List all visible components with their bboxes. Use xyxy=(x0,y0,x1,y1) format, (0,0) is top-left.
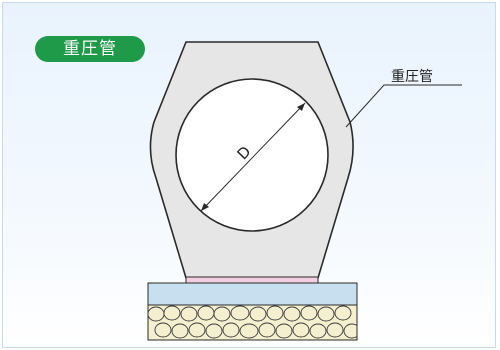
gravel-stones xyxy=(148,305,357,339)
gravel-base xyxy=(147,304,358,341)
title-badge: 重圧管 xyxy=(35,36,145,62)
foundation-slab xyxy=(147,282,358,306)
diameter-arrow-start xyxy=(201,203,209,211)
bedding-strip xyxy=(185,276,319,284)
pipe-bore xyxy=(175,78,329,232)
diameter-line xyxy=(200,102,306,212)
callout-leader xyxy=(345,84,462,128)
diameter-arrow-end xyxy=(297,103,305,111)
callout-label: 重圧管 xyxy=(391,69,433,85)
